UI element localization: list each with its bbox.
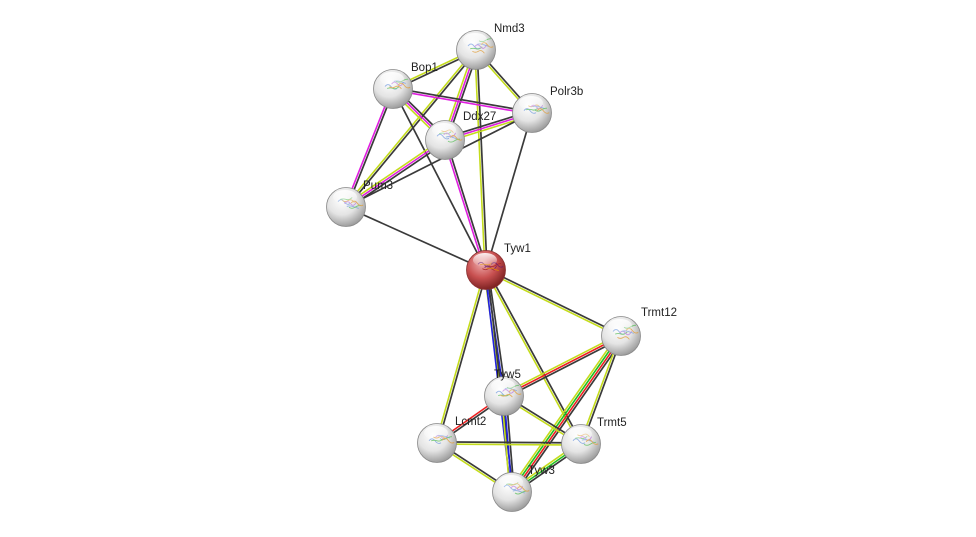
edge-evidence-black [487,269,508,396]
edge-polr3b-pum3[interactable] [345,112,533,208]
edge-nmd3-pum3[interactable] [344,48,478,209]
node-trmt5[interactable]: Trmt5 [561,417,627,464]
node-label: Nmd3 [494,23,525,35]
edge-evidence-black [346,50,478,209]
edge-nmd3-tyw1[interactable] [474,49,488,271]
edge-evidence-black [346,89,395,208]
node-label: Polr3b [550,86,583,98]
node-label: Tyw5 [494,369,521,381]
edge-evidence-black [345,206,487,271]
edge-evidence-magenta [443,140,486,271]
node-trmt12[interactable]: Trmt12 [601,307,678,356]
node-tyw1[interactable]: Tyw1 [466,243,531,290]
node-label: Trmt12 [641,307,677,319]
edge-trmt12-tyw3[interactable] [508,333,625,495]
nodes-layer: Nmd3Bop1Polr3bDdx27Pum3Tyw1Trmt12Tyw5Lcm… [326,23,678,512]
node-highlight [491,379,515,393]
node-label: Tyw1 [504,243,531,255]
edge-evidence-black [345,112,533,208]
edge-evidence-black [392,88,487,271]
edge-evidence-red [512,336,623,494]
node-highlight [473,253,497,267]
edge-tyw1-lcmt2[interactable] [435,269,488,444]
node-highlight [608,319,632,333]
edge-bop1-pum3[interactable] [344,88,395,208]
edge-evidence-green [510,334,621,492]
edge-evidence-black [486,268,622,336]
edge-evidence-yellowgreen [436,443,581,446]
edge-lcmt2-trmt5[interactable] [436,441,582,446]
edge-evidence-yellowgreen [474,50,486,271]
edge-evidence-yellowgreen [502,333,621,395]
node-tyw3[interactable]: Tyw3 [492,465,555,512]
edge-pum3-tyw1[interactable] [345,206,487,271]
edge-evidence-magenta [345,139,446,208]
node-highlight [519,96,543,110]
edge-trmt12-tyw5[interactable] [502,333,623,399]
edge-evidence-yellowgreen [344,137,445,206]
edge-evidence-red [503,335,622,397]
edge-ddx27-tyw1[interactable] [443,139,488,271]
node-highlight [499,475,523,489]
node-label: Lcmt2 [455,416,486,428]
edge-evidence-black [485,112,533,271]
node-highlight [568,427,592,441]
node-label: Bop1 [411,62,438,74]
edge-evidence-black [504,337,623,399]
node-highlight [463,33,487,47]
node-pum3[interactable]: Pum3 [326,180,394,227]
edge-tyw1-trmt12[interactable] [485,268,622,338]
edge-bop1-polr3b[interactable] [392,87,533,115]
node-lcmt2[interactable]: Lcmt2 [417,416,487,463]
node-highlight [432,123,456,137]
node-label: Pum3 [363,180,393,192]
edge-evidence-black [445,139,488,270]
node-tyw5[interactable]: Tyw5 [484,369,524,416]
edge-polr3b-tyw1[interactable] [485,112,533,271]
edge-evidence-black [476,49,488,270]
edge-evidence-yellowgreen [435,269,486,443]
edge-evidence-black [437,441,582,444]
node-label: Tyw3 [528,465,555,477]
edge-evidence-magenta [344,88,393,207]
edge-bop1-tyw1[interactable] [392,88,487,271]
node-polr3b[interactable]: Polr3b [512,86,584,133]
node-nmd3[interactable]: Nmd3 [456,23,525,70]
node-label: Trmt5 [597,417,627,429]
edge-evidence-black [514,337,625,495]
edge-evidence-black [393,87,533,113]
edge-evidence-magenta [392,89,532,115]
edge-evidence-yellowgreen [344,48,476,207]
node-ddx27[interactable]: Ddx27 [425,111,497,160]
node-label: Ddx27 [463,111,496,123]
node-highlight [333,190,357,204]
edge-evidence-black [486,269,583,444]
node-highlight [424,426,448,440]
node-bop1[interactable]: Bop1 [373,62,438,109]
node-highlight [380,72,404,86]
edge-evidence-yellowgreen [508,333,619,491]
edge-evidence-black [437,270,488,444]
edge-evidence-yellowgreen [485,270,621,338]
